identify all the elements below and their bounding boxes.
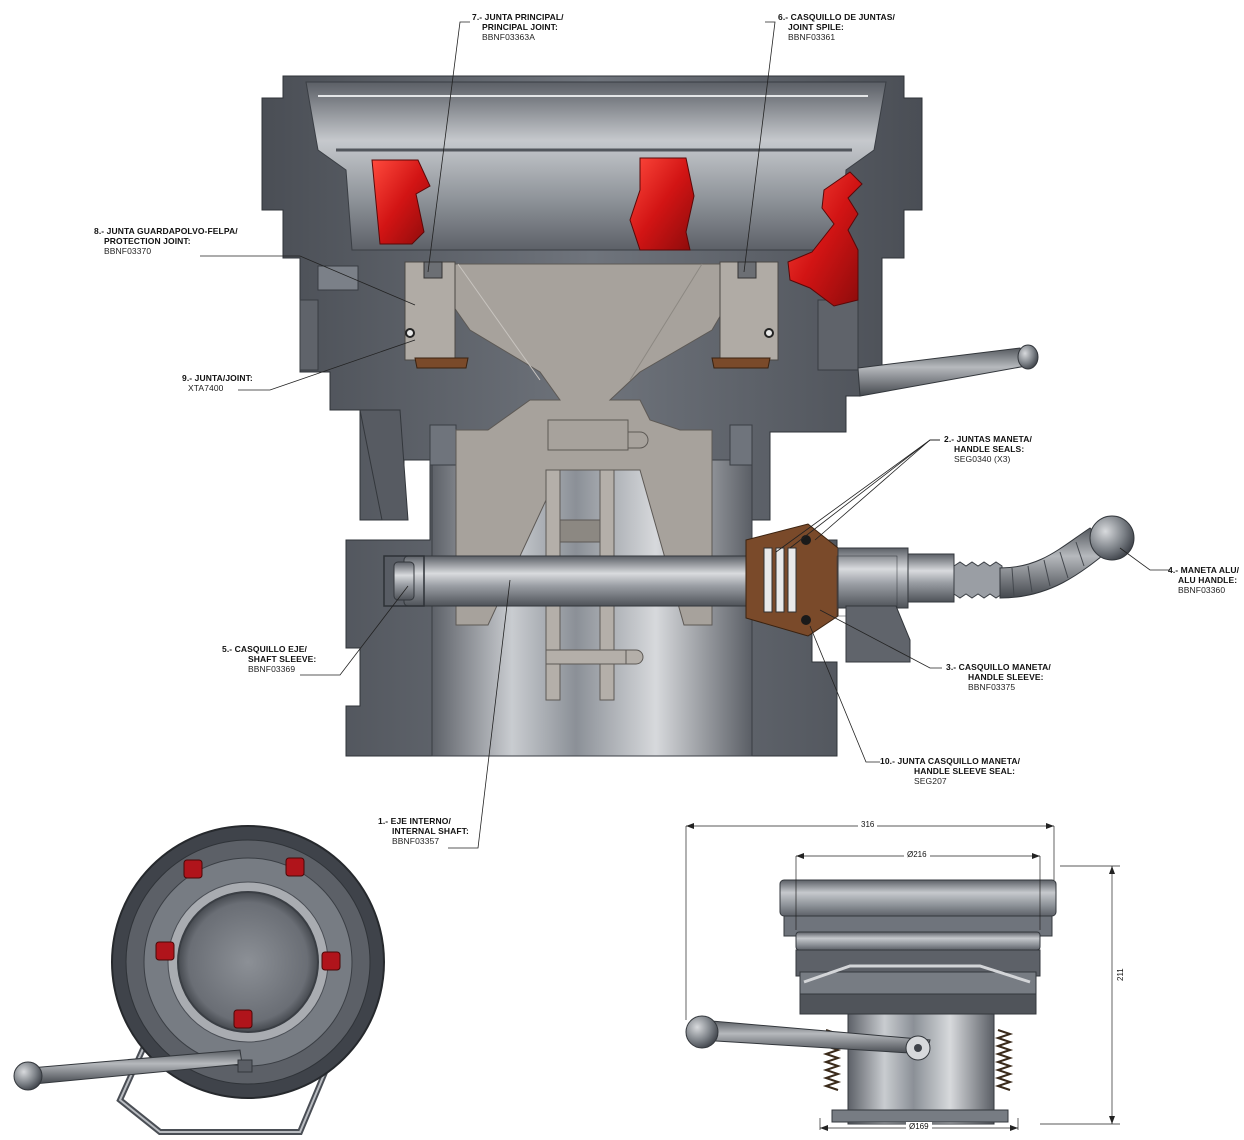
callout-title: 5.- CASQUILLO EJE/: [222, 644, 307, 654]
callout-title: SHAFT SLEEVE:: [248, 654, 317, 664]
callout-title: PRINCIPAL JOINT:: [482, 22, 558, 32]
callout-handle-sleeve: 3.- CASQUILLO MANETA/ HANDLE SLEEVE: BBN…: [946, 662, 1051, 692]
callout-title: 2.- JUNTAS MANETA/: [944, 434, 1032, 444]
top-view: [13, 825, 385, 1135]
dimension-height: 211: [1116, 965, 1125, 984]
callout-joint: 9.- JUNTA/JOINT: XTA7400: [182, 373, 253, 393]
callout-code: BBNF03363A: [482, 32, 535, 42]
callout-code: BBNF03370: [104, 246, 152, 256]
callout-title: 4.- MANETA ALU/: [1168, 565, 1240, 575]
dimension-arrows: [686, 823, 1115, 1131]
red-seal-right: [787, 171, 863, 307]
callout-protection-joint: 8.- JUNTA GUARDAPOLVO-FELPA/ PROTECTION …: [94, 226, 238, 256]
callout-title: PROTECTION JOINT:: [104, 236, 191, 246]
callout-joint-spile: 6.- CASQUILLO DE JUNTAS/ JOINT SPILE: BB…: [778, 12, 895, 42]
callout-title: 1.- EJE INTERNO/: [378, 816, 451, 826]
callout-title: 6.- CASQUILLO DE JUNTAS/: [778, 12, 896, 22]
callout-title: 3.- CASQUILLO MANETA/: [946, 662, 1051, 672]
leader-lines: [200, 21, 1170, 849]
callout-title: ALU HANDLE:: [1178, 575, 1238, 585]
callout-shaft-sleeve: 5.- CASQUILLO EJE/ SHAFT SLEEVE: BBNF033…: [222, 644, 316, 674]
callout-principal-joint: 7.- JUNTA PRINCIPAL/ PRINCIPAL JOINT: BB…: [472, 12, 564, 42]
callout-code: XTA7400: [188, 383, 224, 393]
callout-code: SEG0340 (X3): [954, 454, 1011, 464]
shaft-sleeve: [383, 555, 425, 607]
callout-title: 10.- JUNTA CASQUILLO MANETA/: [880, 756, 1021, 766]
callout-title: INTERNAL SHAFT:: [392, 826, 469, 836]
callout-title: 9.- JUNTA/JOINT:: [182, 373, 253, 383]
callout-alu-handle: 4.- MANETA ALU/ ALU HANDLE: BBNF03360: [1168, 565, 1239, 595]
callout-title: HANDLE SLEEVE:: [968, 672, 1044, 682]
callout-internal-shaft: 1.- EJE INTERNO/ INTERNAL SHAFT: BBNF033…: [378, 816, 469, 846]
callout-code: BBNF03369: [248, 664, 296, 674]
dimension-bottom-diameter: Ø169: [906, 1122, 932, 1131]
dimension-top-diameter: Ø216: [904, 850, 930, 859]
callout-title: JOINT SPILE:: [788, 22, 844, 32]
callout-code: BBNF03360: [1178, 585, 1226, 595]
dimension-overall-width: 316: [858, 820, 878, 829]
callout-code: BBNF03361: [788, 32, 836, 42]
callout-title: 7.- JUNTA PRINCIPAL/: [472, 12, 564, 22]
callout-title: HANDLE SEALS:: [954, 444, 1025, 454]
callout-title: 8.- JUNTA GUARDAPOLVO-FELPA/: [94, 226, 238, 236]
section-view: [261, 75, 1135, 757]
callout-title: HANDLE SLEEVE SEAL:: [914, 766, 1016, 776]
callout-handle-seals: 2.- JUNTAS MANETA/ HANDLE SEALS: SEG0340…: [944, 434, 1032, 464]
red-seal-left: [371, 159, 431, 245]
red-seal-center: [629, 157, 695, 251]
callout-code: BBNF03357: [392, 836, 440, 846]
callout-code: SEG207: [914, 776, 947, 786]
side-view: [685, 879, 1057, 1125]
callout-handle-sleeve-seal: 10.- JUNTA CASQUILLO MANETA/ HANDLE SLEE…: [880, 756, 1020, 786]
callout-code: BBNF03375: [968, 682, 1016, 692]
